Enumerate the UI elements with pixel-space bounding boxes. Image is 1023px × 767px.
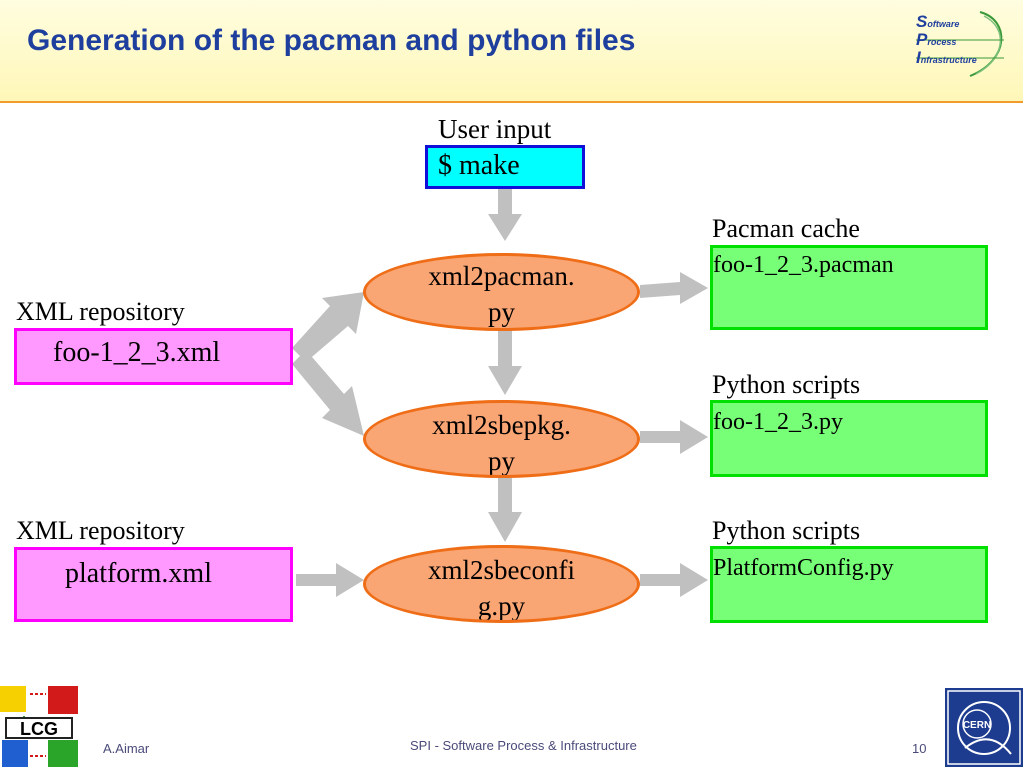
output-box-python-2: PlatformConfig.py [710,546,988,623]
footer-author: A.Aimar [103,741,150,756]
process-xml2pacman-line2: py [488,297,515,327]
make-command-box: $ make [425,145,585,189]
spi-logo-line-1: Software [916,12,960,31]
process-xml2sbepkg-line1: xml2sbepkg. [432,410,571,440]
output-box-python-1: foo-1_2_3.py [710,400,988,477]
arrow-fooxml-to-sbepkg [292,350,364,436]
cern-logo-text: CERN [963,720,991,731]
output-label-python-scripts-1: Python scripts [712,370,861,399]
process-xml2sbeconfig-line1: xml2sbeconfi [428,555,575,585]
arrow-platform-to-sbeconfig [296,563,364,597]
arrow-pacman-to-sbepkg [488,330,522,395]
output-file-python-1: foo-1_2_3.py [713,409,843,435]
output-label-pacman-cache: Pacman cache [712,214,860,243]
spi-logo-line-2: Process [916,30,957,49]
make-command-text: $ make [438,150,520,181]
user-input-label: User input [438,114,552,144]
process-xml2sbepkg-line2: py [488,446,515,476]
process-xml2pacman: xml2pacman. py [363,253,640,331]
footer-page-number: 10 [912,741,927,756]
lcg-logo: LCG [0,686,78,767]
spi-logo: Software Process Infrastructure [910,10,1010,78]
xml-input-box-foo: foo-1_2_3.xml [14,328,293,385]
xml-input-file-foo: foo-1_2_3.xml [53,337,221,368]
arrow-fooxml-to-pacman [292,292,364,362]
output-box-pacman: foo-1_2_3.pacman [710,245,988,330]
slide-header: Generation of the pacman and python file… [0,0,1023,103]
output-file-python-2: PlatformConfig.py [713,555,894,581]
process-xml2sbeconfig-line2: g.py [477,591,526,621]
output-file-pacman: foo-1_2_3.pacman [713,252,894,278]
xml-input-file-platform: platform.xml [65,558,212,589]
spi-logo-line-3: Infrastructure [916,48,977,67]
footer-center-text: SPI - Software Process & Infrastructure [410,738,637,753]
xml-input-box-platform: platform.xml [14,547,293,622]
xml-repository-label-2: XML repository [16,516,185,545]
arrow-sbepkg-to-output [640,420,708,454]
output-label-python-scripts-2: Python scripts [712,516,861,545]
xml-repository-label-1: XML repository [16,297,185,326]
spi-logo-swoosh-icon [916,11,1004,77]
arrow-sbeconfig-to-output [640,563,708,597]
process-xml2pacman-line1: xml2pacman. [428,261,575,291]
process-xml2sbeconfig: xml2sbeconfi g.py [363,545,640,623]
arrow-sbepkg-to-sbeconfig [488,478,522,542]
slide-title: Generation of the pacman and python file… [27,24,636,57]
lcg-logo-text: LCG [20,719,58,739]
arrow-pacman-to-output [640,272,708,304]
process-xml2sbepkg: xml2sbepkg. py [363,400,640,478]
cern-logo: CERN [945,688,1023,767]
arrow-make-to-pacman [488,188,522,241]
